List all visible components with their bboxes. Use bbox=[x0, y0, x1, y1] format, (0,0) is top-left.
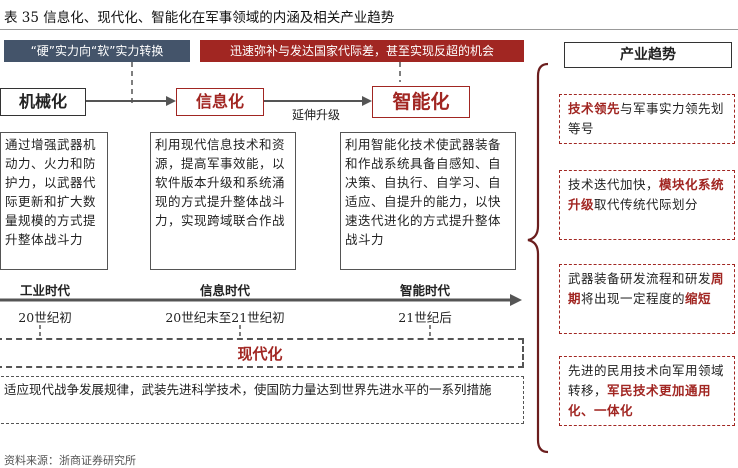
desc-intelligentization: 利用智能化技术使武器装备和作战系统具备自感知、自决策、自执行、自学习、自适应、自… bbox=[340, 132, 516, 270]
era-intelligent: 智能时代 bbox=[399, 283, 450, 298]
source-note: 资料来源：浙商证券研究所 bbox=[4, 454, 136, 467]
trend-3-highlight-1: 周期 bbox=[568, 271, 725, 306]
trend-1-text: 与军事实力领先划等号 bbox=[568, 101, 725, 136]
trend-2-text: 取代传统代际划分 bbox=[594, 197, 699, 212]
modernization-desc: 适应现代战争发展规律，武装先进科学技术，使国防力量达到世界先进水平的一系列措施 bbox=[4, 382, 492, 397]
desc-mechanization: 通过增强武器机动力、火力和防护力，以武器代际更新和扩大数量规模的方式提升整体战斗… bbox=[0, 132, 108, 270]
time-early-20c: 20世纪初 bbox=[18, 310, 72, 325]
modernization-box bbox=[0, 338, 524, 368]
time-late-20c: 20世纪末至21世纪初 bbox=[165, 310, 285, 325]
stage-smart-label: 智能化 bbox=[392, 91, 450, 113]
trend-3-highlight-2: 缩短 bbox=[685, 291, 712, 306]
stage-intelligentization: 智能化 bbox=[372, 86, 470, 118]
trend-header: 产业趋势 bbox=[564, 42, 732, 68]
modernization-desc-box bbox=[0, 376, 524, 424]
modernization-label: 现代化 bbox=[237, 345, 283, 363]
stage-informatization: 信息化 bbox=[176, 88, 264, 116]
era-industrial: 工业时代 bbox=[19, 283, 70, 298]
page-title: 表 35 信息化、现代化、智能化在军事领域的内涵及相关产业趋势 bbox=[4, 10, 395, 26]
banner-catch-up: 迅速弥补与发达国家代际差，甚至实现反超的机会 bbox=[200, 40, 524, 62]
trend-1-highlight: 技术领先 bbox=[568, 101, 621, 116]
stage-mechanization: 机械化 bbox=[0, 88, 86, 116]
trend-2-pre: 技术迭代加快， bbox=[568, 177, 660, 192]
trend-3-mid: 将出现一定程度的 bbox=[581, 291, 686, 306]
era-information: 信息时代 bbox=[199, 283, 250, 298]
stage-info-label: 信息化 bbox=[195, 92, 244, 111]
trend-4-highlight: 军民技术更加通用化、一体化 bbox=[568, 383, 712, 418]
trend-3-pre: 武器装备研发流程和研发 bbox=[568, 271, 712, 286]
trend-civil-military: 先进的民用技术向军用领域转移，军民技术更加通用化、一体化 bbox=[559, 356, 735, 426]
banner-hard-to-soft: “硬”实力向“软”实力转换 bbox=[4, 40, 190, 62]
time-21c: 21世纪后 bbox=[398, 310, 452, 325]
trend-cycle: 武器装备研发流程和研发周期将出现一定程度的缩短 bbox=[559, 264, 735, 334]
extend-upgrade-label: 延伸升级 bbox=[292, 108, 341, 122]
trend-2-highlight: 模块化系统升级 bbox=[568, 177, 725, 212]
trend-modular: 技术迭代加快，模块化系统升级取代传统代际划分 bbox=[559, 170, 735, 240]
trend-4-pre: 先进的民用技术向军用领域转移， bbox=[568, 363, 725, 398]
trend-tech-lead: 技术领先与军事实力领先划等号 bbox=[559, 94, 735, 144]
title-divider bbox=[0, 29, 738, 30]
desc-informatization: 利用现代信息技术和资源，提高军事效能，以软件版本升级和系统涌现的方式提升整体战斗… bbox=[150, 132, 296, 270]
